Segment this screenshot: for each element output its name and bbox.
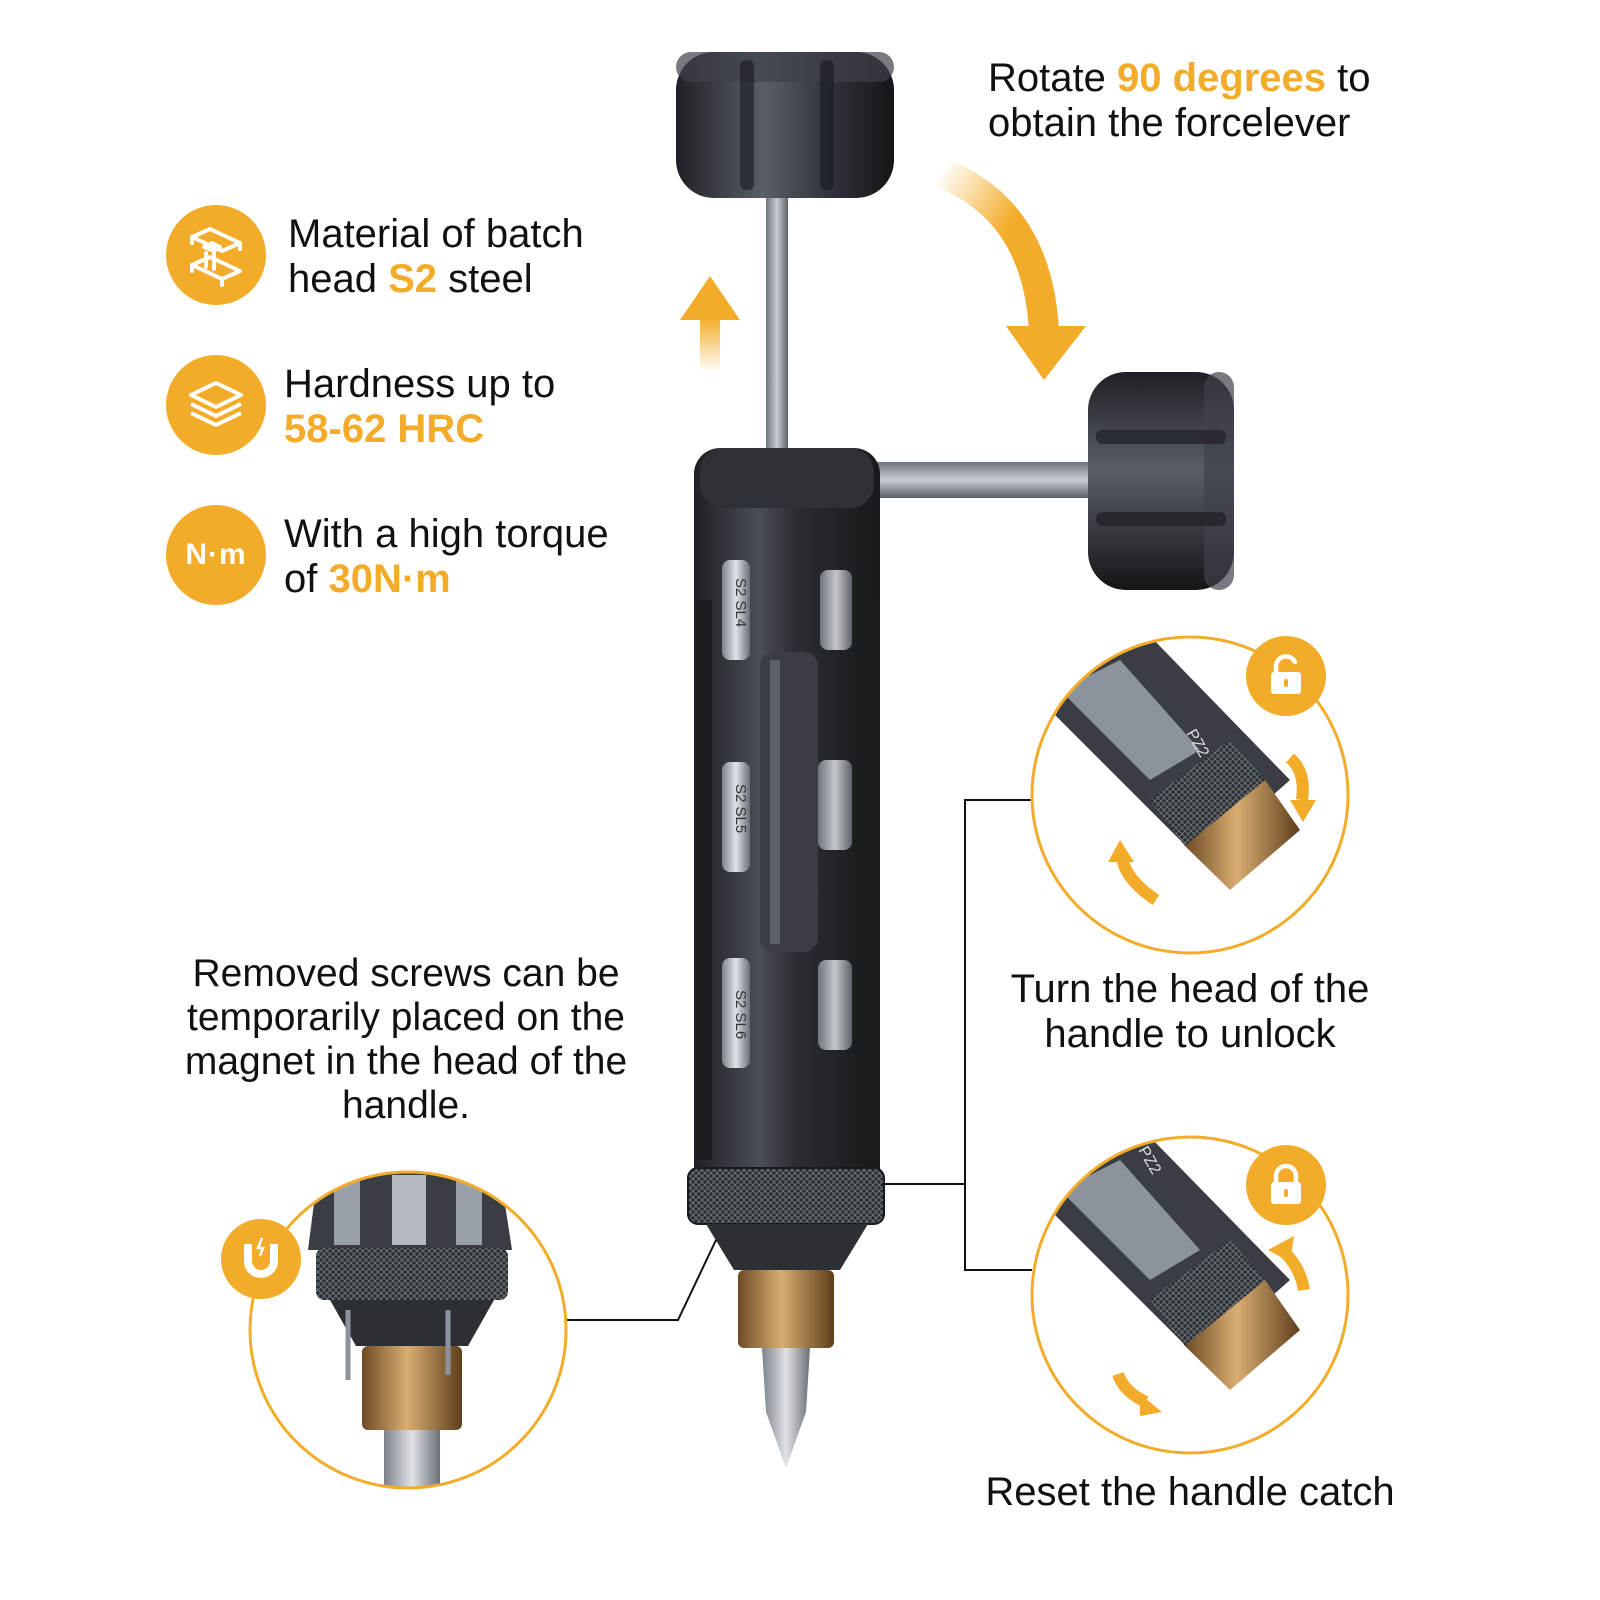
material-highlight: S2 — [388, 257, 438, 301]
magnet-closeup — [248, 1170, 568, 1490]
feature-torque: With a high torque of 30N·m — [284, 512, 609, 601]
torque-icon: N·m — [166, 505, 266, 605]
rotate-instruction: Rotate 90 degrees to obtain the forcelev… — [988, 56, 1371, 145]
magnet-icon — [221, 1219, 301, 1299]
bit-label-sl6: S2 SL6 — [732, 990, 749, 1039]
magnet-note: Removed screws can be temporarily placed… — [184, 952, 628, 1127]
torque-highlight: 30N·m — [328, 557, 451, 601]
rotate-arrow-icon — [934, 158, 1086, 380]
feature-material: Material of batch head S2 steel — [288, 212, 584, 301]
bit-label-sl4: S2 SL4 — [732, 578, 749, 627]
reset-caption: Reset the handle catch — [985, 1470, 1395, 1514]
unlock-icon — [1246, 636, 1326, 716]
pull-up-arrow-icon — [680, 276, 740, 373]
leader-lines — [566, 799, 1032, 1321]
handle-body — [687, 448, 885, 1468]
top-knob — [676, 52, 894, 450]
side-knob — [870, 372, 1234, 590]
rotate-highlight: 90 degrees — [1116, 56, 1326, 100]
hardness-highlight: 58-62 HRC — [284, 407, 485, 451]
steel-beam-icon — [166, 205, 266, 305]
feature-hardness: Hardness up to 58-62 HRC — [284, 362, 556, 451]
bit-label-sl5: S2 SL5 — [732, 784, 749, 833]
lock-icon — [1246, 1145, 1326, 1225]
layers-icon — [166, 355, 266, 455]
unlock-caption: Turn the head of the handle to unlock — [1010, 967, 1370, 1056]
